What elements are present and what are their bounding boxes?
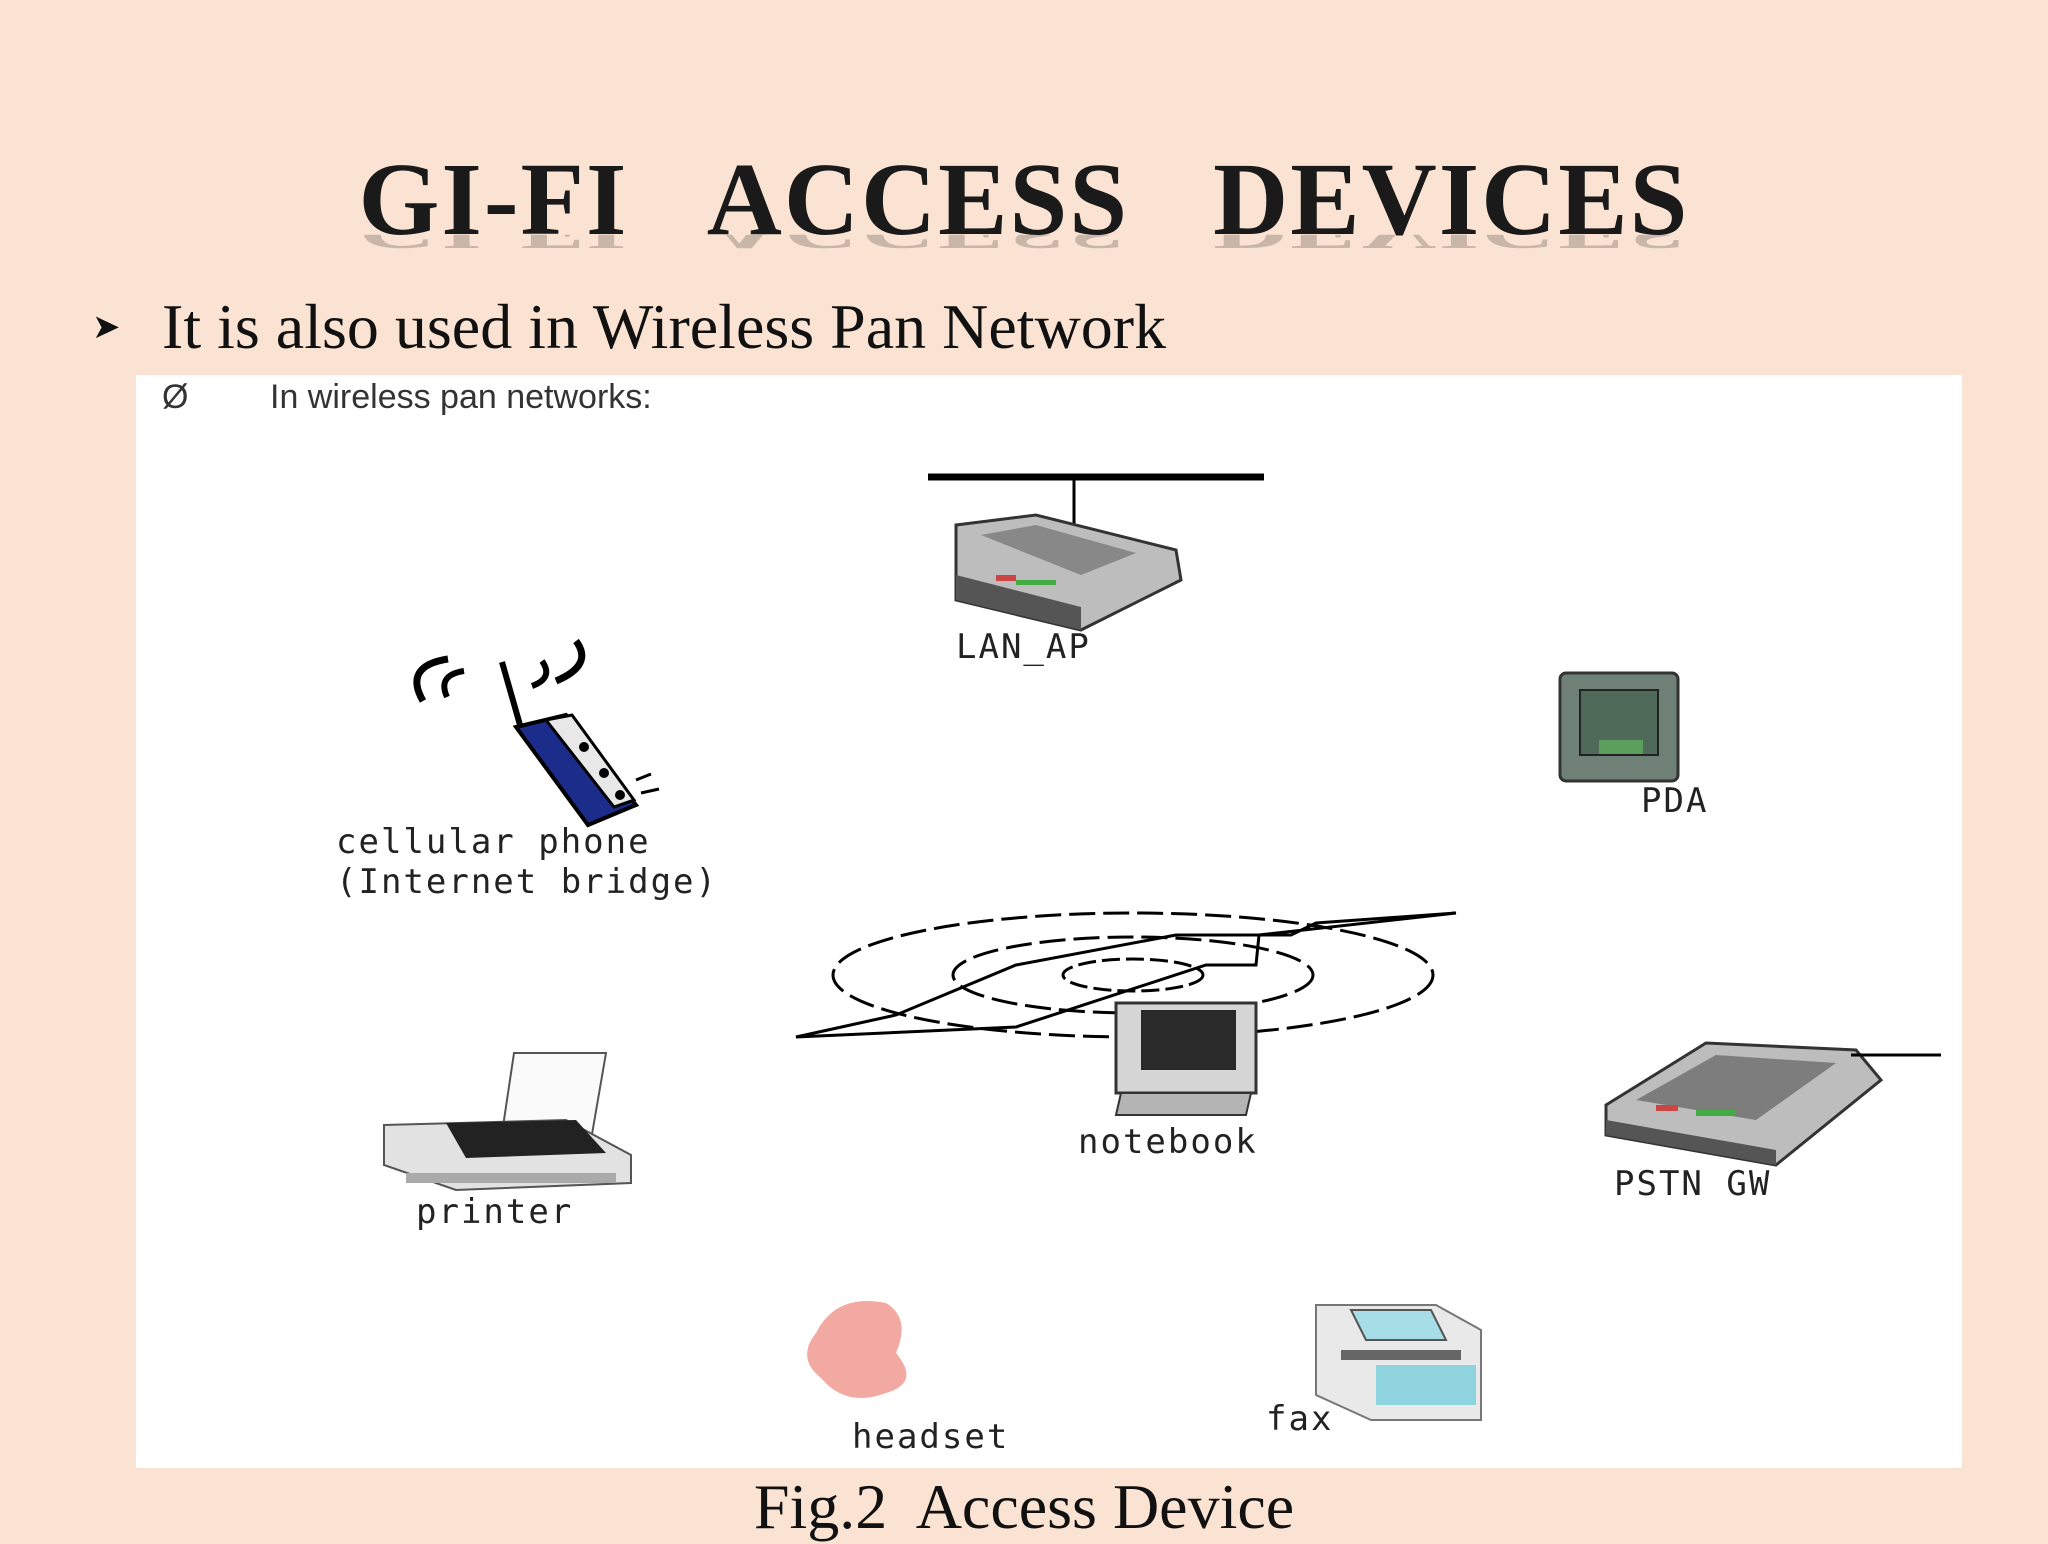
notebook-icon — [1114, 1001, 1258, 1116]
figure-caption: Fig.2 Access Device — [753, 1471, 1295, 1542]
pda-icon — [1558, 671, 1680, 783]
fax-label: fax — [1266, 1399, 1333, 1439]
pstn-gateway-icon — [1604, 1041, 1941, 1167]
bidirectional-arrow — [795, 911, 1457, 1039]
cellular-label-line1: cellular phone — [336, 822, 651, 862]
diagram-canvas: Ø In wireless pan networks: LAN_AP PDA — [162, 378, 1941, 1457]
header-symbol: Ø — [162, 378, 188, 416]
lan-ap-icon — [954, 513, 1183, 632]
bullet-item: ➤ It is also used in Wireless Pan Networ… — [92, 290, 1166, 364]
cellular-label-line2: (Internet bridge) — [336, 862, 718, 902]
headset-label: headset — [852, 1417, 1009, 1457]
headset-icon — [807, 1301, 907, 1398]
printer-icon — [383, 1052, 632, 1192]
bullet-text: It is also used in Wireless Pan Network — [162, 291, 1167, 362]
printer-label: printer — [416, 1192, 573, 1232]
pstn-label: PSTN GW — [1614, 1164, 1771, 1204]
header-text: In wireless pan networks: — [270, 378, 652, 416]
cellular-phone-icon — [413, 638, 660, 828]
wireless-pan-diagram: Ø In wireless pan networks: LAN_AP PDA — [136, 375, 1962, 1468]
slide-title-block: GI-FI ACCESS DEVICES GI-FI ACCESS DEVICE… — [0, 140, 2048, 316]
slide-title: GI-FI ACCESS DEVICES — [358, 142, 1690, 257]
fax-icon — [1315, 1304, 1482, 1421]
arrow-bullet-icon: ➤ — [92, 307, 121, 347]
lan-ap-label: LAN_AP — [956, 627, 1091, 667]
lan-backbone — [928, 473, 1264, 525]
slide-title-reflection: GI-FI ACCESS DEVICES — [0, 235, 2048, 260]
notebook-label: notebook — [1078, 1122, 1258, 1162]
pda-label: PDA — [1641, 781, 1708, 821]
